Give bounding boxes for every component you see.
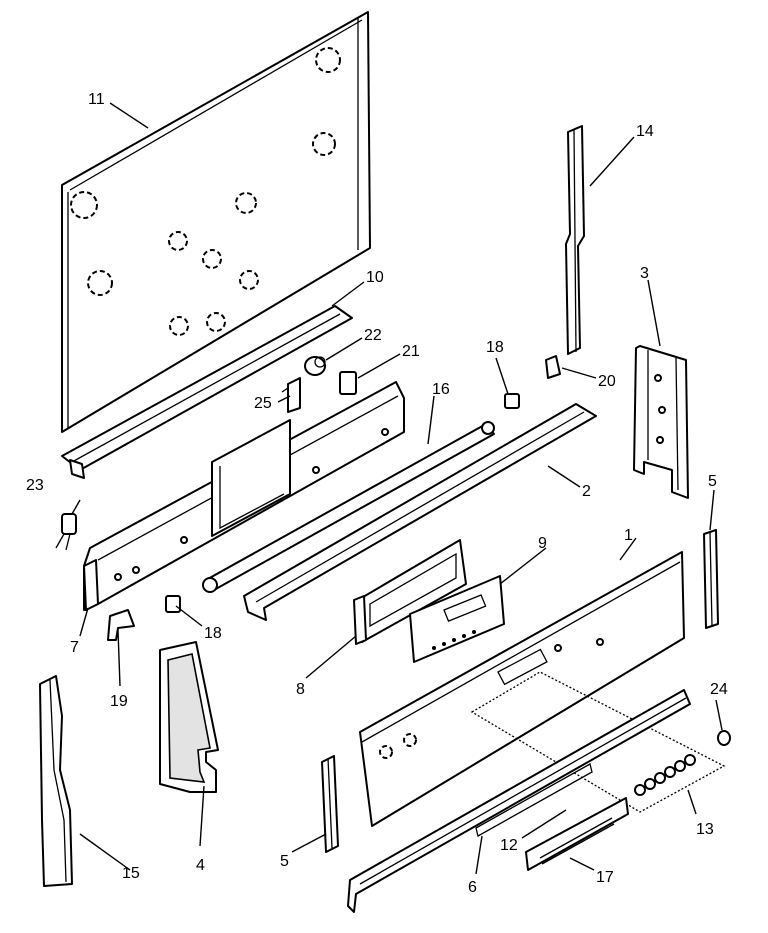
callout-15: 15: [122, 865, 140, 882]
callout-17: 17: [596, 869, 614, 886]
callout-14: 14: [636, 123, 654, 140]
callout-9: 9: [538, 535, 547, 552]
callout-6: 6: [468, 879, 477, 896]
part-20-clip: [545, 355, 561, 379]
callout-12: 12: [500, 837, 518, 854]
part-18-clip-upper: [504, 393, 520, 409]
part-4-insulation: [159, 641, 219, 793]
part-2-channel-trim: [243, 403, 597, 621]
part-9-clock-module: [409, 575, 505, 663]
callout-2: 2: [582, 483, 591, 500]
part-10-trim-strip: [61, 305, 353, 479]
callout-5-left: 5: [280, 853, 289, 870]
callout-5-right: 5: [708, 473, 717, 490]
part-5-right-strip: [703, 529, 719, 629]
callout-19: 19: [110, 693, 128, 710]
part-25-bracket: [281, 377, 301, 413]
part-13-knob-set: [470, 671, 726, 813]
part-3-end-bracket: [633, 345, 689, 499]
part-8-window-frame: [353, 539, 467, 645]
callout-7: 7: [70, 639, 79, 656]
callout-11: 11: [88, 91, 105, 108]
callout-1: 1: [624, 527, 633, 544]
callout-21: 21: [402, 343, 420, 360]
callout-4: 4: [196, 857, 205, 874]
part-14-side-bracket: [565, 125, 585, 355]
part-22-cylinder: [304, 356, 326, 376]
part-6-bottom-trim: [347, 689, 691, 913]
part-17-vent-cover: [525, 797, 629, 871]
callout-8: 8: [296, 681, 305, 698]
callout-13: 13: [696, 821, 714, 838]
part-18-clip-lower: [165, 595, 181, 613]
part-19-bracket: [107, 609, 135, 641]
leader-lines: [71, 102, 723, 875]
part-7-control-housing: [83, 381, 405, 611]
callout-16: 16: [432, 381, 450, 398]
callout-23: 23: [26, 477, 44, 494]
callout-25: 25: [254, 395, 272, 412]
part-11-back-panel: [61, 11, 371, 433]
part-16-rod: [202, 421, 495, 593]
part-21-clip: [339, 371, 357, 395]
part-23-switch: [55, 513, 77, 551]
callout-24: 24: [710, 681, 728, 698]
part-5-left-strip: [321, 755, 339, 853]
callout-3: 3: [640, 265, 649, 282]
callout-labels: 11 10 22 21 25 18 16 20 14 3 5 2 9 1 23 …: [26, 91, 728, 896]
callout-20: 20: [598, 373, 616, 390]
part-1-front-panel: [359, 551, 685, 827]
callout-10: 10: [366, 269, 384, 286]
part-24-knob: [717, 730, 731, 746]
callout-22: 22: [364, 327, 382, 344]
part-15-side-channel: [39, 675, 73, 887]
callout-18-lower: 18: [204, 625, 222, 642]
callout-18-upper: 18: [486, 339, 504, 356]
